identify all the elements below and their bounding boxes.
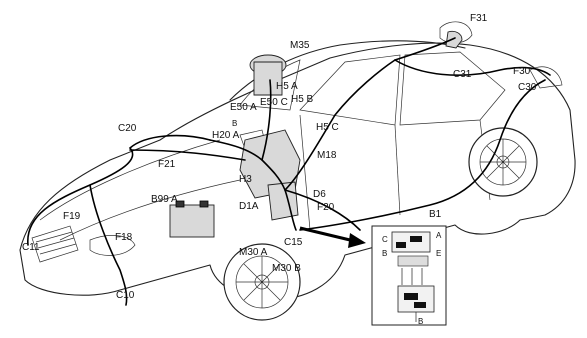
label-d6: D6 bbox=[313, 189, 326, 200]
label-b99a: B99 A bbox=[151, 194, 178, 205]
engine-harness bbox=[209, 139, 297, 231]
a-pillar-harness bbox=[284, 59, 396, 191]
label-e50a: E50 A bbox=[230, 102, 257, 113]
roof-harness bbox=[394, 37, 456, 61]
grille bbox=[31, 225, 79, 263]
inset-label-c: C bbox=[382, 235, 388, 244]
pointer-harness bbox=[284, 189, 361, 231]
inset-pin-c bbox=[396, 242, 406, 248]
label-m18: M18 bbox=[317, 150, 337, 161]
inset-arrow-shaft bbox=[299, 226, 351, 242]
label-c15: C15 bbox=[284, 237, 303, 248]
inset-pin-b2 bbox=[414, 302, 426, 308]
label-c20: C20 bbox=[118, 123, 137, 134]
label-f31: F31 bbox=[470, 13, 488, 24]
label-e50c: E50 C bbox=[260, 97, 288, 108]
label-c10: C10 bbox=[116, 290, 135, 301]
label-c30: C30 bbox=[518, 82, 537, 93]
label-h20-b-mark: B bbox=[232, 119, 238, 128]
label-f21: F21 bbox=[158, 159, 176, 170]
inset-label-bottom: B bbox=[418, 317, 424, 326]
rear-wheel-spokes bbox=[480, 139, 526, 185]
label-m35: M35 bbox=[290, 40, 310, 51]
floor-harness bbox=[299, 79, 546, 231]
door-split-line bbox=[394, 124, 401, 216]
gearbox bbox=[267, 181, 299, 221]
label-m30b: M30 B bbox=[272, 263, 301, 274]
rear-door-window bbox=[399, 51, 506, 126]
lower-front-harness bbox=[89, 184, 128, 306]
high-level-lamp bbox=[439, 21, 473, 44]
label-f20: F20 bbox=[317, 202, 335, 213]
front-door-window bbox=[299, 54, 401, 126]
label-c11: C11 bbox=[22, 242, 40, 253]
lamp-unit-right bbox=[445, 30, 463, 49]
label-c31: C31 bbox=[453, 69, 472, 80]
label-d1a: D1A bbox=[239, 201, 259, 212]
label-f18: F18 bbox=[115, 232, 133, 243]
inset-connector-mid bbox=[397, 255, 429, 267]
label-m30a: M30 A bbox=[239, 247, 268, 258]
label-f30: F30 bbox=[513, 66, 531, 77]
label-h3: H3 bbox=[239, 174, 252, 185]
label-h20a: H20 A bbox=[212, 130, 240, 141]
front-door-line bbox=[299, 114, 311, 231]
battery-terminal-pos bbox=[175, 200, 185, 208]
label-h5c: H5 C bbox=[316, 122, 339, 133]
blower-housing bbox=[253, 61, 283, 96]
label-h5b: H5 B bbox=[291, 94, 314, 105]
blower-feed bbox=[261, 79, 272, 161]
battery bbox=[169, 204, 215, 238]
inset-pin-b1 bbox=[404, 293, 418, 300]
upper-front-harness bbox=[129, 149, 246, 161]
label-h5a: H5 A bbox=[276, 81, 298, 92]
inset-label-e: E bbox=[436, 249, 442, 258]
rear-harness-upper bbox=[394, 59, 551, 76]
inset-label-a: A bbox=[436, 231, 442, 240]
inset-pin-a bbox=[410, 236, 422, 242]
tail-lamp bbox=[529, 66, 563, 89]
headlamp bbox=[89, 235, 136, 256]
inset-label-b-left: B bbox=[382, 249, 388, 258]
front-wheel-spokes bbox=[236, 256, 288, 308]
inset-arrow-head bbox=[348, 233, 366, 248]
label-b1: B1 bbox=[429, 209, 442, 220]
front-harness bbox=[27, 134, 211, 246]
inset-leads bbox=[401, 268, 423, 285]
label-f19: F19 bbox=[63, 211, 81, 222]
battery-terminal-neg bbox=[199, 200, 209, 208]
grille-slats bbox=[35, 231, 77, 255]
hood-line bbox=[39, 139, 221, 221]
hood-edge bbox=[59, 179, 241, 241]
